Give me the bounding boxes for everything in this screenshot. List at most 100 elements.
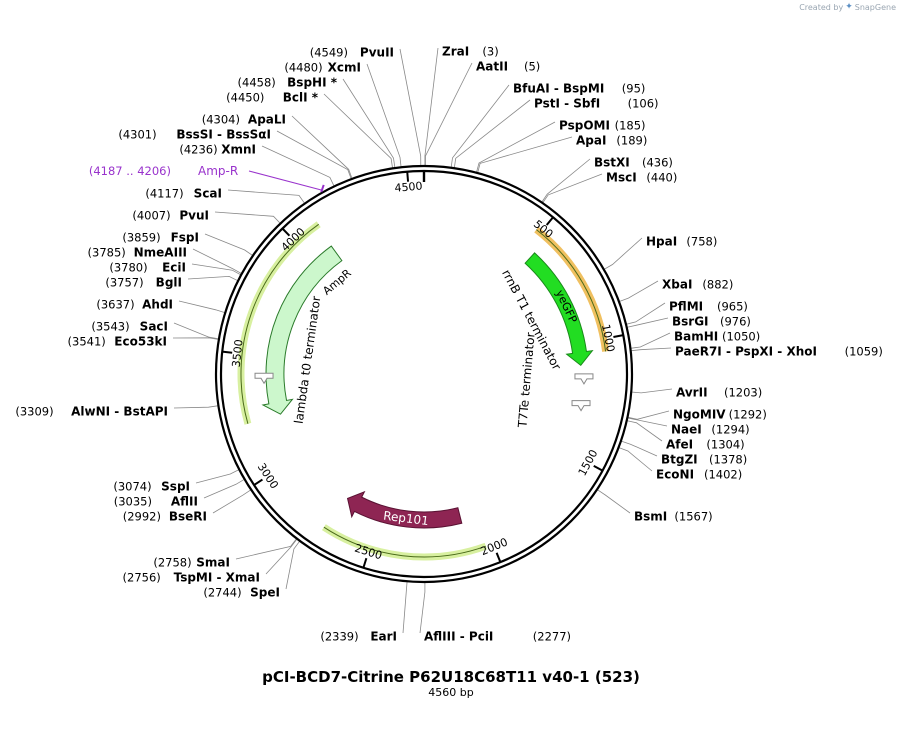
site-leader <box>342 78 396 169</box>
site-leader <box>235 538 298 560</box>
site-position: (4458) <box>238 76 276 90</box>
site-name: PspOMI <box>559 119 610 133</box>
site-name: AlwNI - BstAPI <box>71 405 168 419</box>
tick-label-4500: 4500 <box>394 180 423 195</box>
site-position: (3541) <box>68 335 106 349</box>
site-position: (185) <box>615 119 646 133</box>
site-econi: EcoNI(1402) <box>656 468 742 482</box>
site-position: (2992) <box>123 510 161 524</box>
site-position: (2277) <box>533 630 571 644</box>
site-eco53ki: Eco53kI (3541) <box>68 335 167 349</box>
feature-yegfp <box>524 252 594 367</box>
site-name: NmeAIII <box>134 246 187 260</box>
site-position: (976) <box>720 315 751 329</box>
backbone-outer-circle <box>214 164 634 584</box>
site-position: (3859) <box>122 231 160 245</box>
site-name: BsrGI <box>672 315 709 329</box>
site-bcli: BclI * (4450) <box>226 91 319 105</box>
feature-rep101 <box>346 490 463 529</box>
site-spei: SpeI(2744) <box>203 586 280 600</box>
site-apali: ApaLI(4304) <box>202 113 286 127</box>
green-arc-left-core <box>240 223 319 424</box>
site-leader <box>419 582 426 634</box>
site-position: (95) <box>622 82 646 96</box>
site-name: AatII <box>476 60 508 74</box>
site-position: (4450) <box>226 91 264 105</box>
site-name: FspI <box>171 231 199 245</box>
site-afliii: AflIII - PciI (2277) <box>424 630 571 644</box>
site-leader <box>214 211 281 224</box>
site-leader <box>195 469 240 484</box>
site-labels: ZraI(3)AatII(5)BfuAI - BspMI(95)PstI - S… <box>15 45 882 644</box>
site-scai: ScaI(4117) <box>145 187 222 201</box>
site-leader <box>596 489 631 514</box>
site-name: AflIII - PciI <box>424 630 493 644</box>
site-bsrgi: BsrGI (976) <box>672 315 751 329</box>
terminator-glyph-t7te <box>571 400 591 412</box>
site-eari: EarI(2339) <box>320 630 397 644</box>
site-bsmi: BsmI(1567) <box>634 510 713 524</box>
green-arc-bottom-core <box>323 526 486 558</box>
site-leader <box>276 130 352 180</box>
site-leader <box>191 263 242 276</box>
site-name: ApaLI <box>248 113 286 127</box>
map-title: pCI-BCD7-Citrine P62U18C68T11 v40-1 (523… <box>262 668 640 686</box>
site-leader <box>399 48 422 167</box>
site-leader <box>192 248 242 275</box>
site-name: ApaI <box>576 134 606 148</box>
site-name: XbaI <box>662 278 692 292</box>
site-name: BclI * <box>283 91 319 105</box>
site-btgzi: BtgZI(1378) <box>661 453 747 467</box>
site-bseri: BseRI (2992) <box>123 510 207 524</box>
site-leader <box>620 440 658 457</box>
tick-label-2000: 2000 <box>479 536 510 559</box>
site-name: BstXI <box>594 156 630 170</box>
snapgene-credit: Created by ✦ SnapGene <box>799 2 896 12</box>
site-leader <box>366 63 402 168</box>
site-name: PaeR7I - PspXI - XhoI <box>675 345 817 359</box>
site-name: SmaI <box>196 556 230 570</box>
credit-brand: SnapGene <box>854 2 896 12</box>
site-leader <box>631 388 673 394</box>
site-leader <box>178 300 226 314</box>
tick-label-1500: 1500 <box>576 447 601 478</box>
site-position: (5) <box>524 60 540 74</box>
site-name: BsmI <box>634 510 667 524</box>
site-leader <box>618 447 653 472</box>
site-name: XmnI <box>221 143 256 157</box>
site-leader <box>626 420 663 442</box>
site-position: (4549) <box>310 46 348 60</box>
feature-ampr <box>261 245 343 415</box>
site-position: (1304) <box>706 438 744 452</box>
terminator-glyph-lambda <box>254 372 274 385</box>
site-leader <box>291 115 353 179</box>
site-name: XcmI <box>328 61 361 75</box>
tick-1500 <box>593 464 604 472</box>
site-aflii: AflII(3035) <box>114 495 198 509</box>
site-hpai: HpaI(758) <box>646 235 717 249</box>
site-leader <box>172 337 219 340</box>
site-name: BfuAI - BspMI <box>513 82 604 96</box>
site-position: (1292) <box>729 408 767 422</box>
site-leader <box>227 189 306 204</box>
tick-2500 <box>362 557 368 569</box>
tick-1000 <box>613 334 624 338</box>
site-xbai: XbaI(882) <box>662 278 733 292</box>
site-name: NaeI <box>671 423 702 437</box>
site-name: ZraI <box>442 45 469 59</box>
site-position: (1203) <box>724 386 762 400</box>
tick-3000 <box>253 478 263 486</box>
site-xmni: XmnI(4236) <box>179 143 256 157</box>
site-name: PvuI <box>179 209 209 223</box>
site-msci: MscI(440) <box>606 171 677 185</box>
site-name: BseRI <box>169 510 207 524</box>
feature-label-rep101: Rep101 <box>382 509 429 529</box>
site-aatii: AatII (5) <box>476 60 540 74</box>
site-avrii: AvrII(1203) <box>676 386 762 400</box>
tick-4000 <box>281 227 291 237</box>
site-leader <box>212 489 252 514</box>
site-position: (3757) <box>105 276 143 290</box>
tick-3500 <box>222 350 233 354</box>
site-name: Eco53kI <box>114 335 167 349</box>
tick-500 <box>545 216 554 226</box>
